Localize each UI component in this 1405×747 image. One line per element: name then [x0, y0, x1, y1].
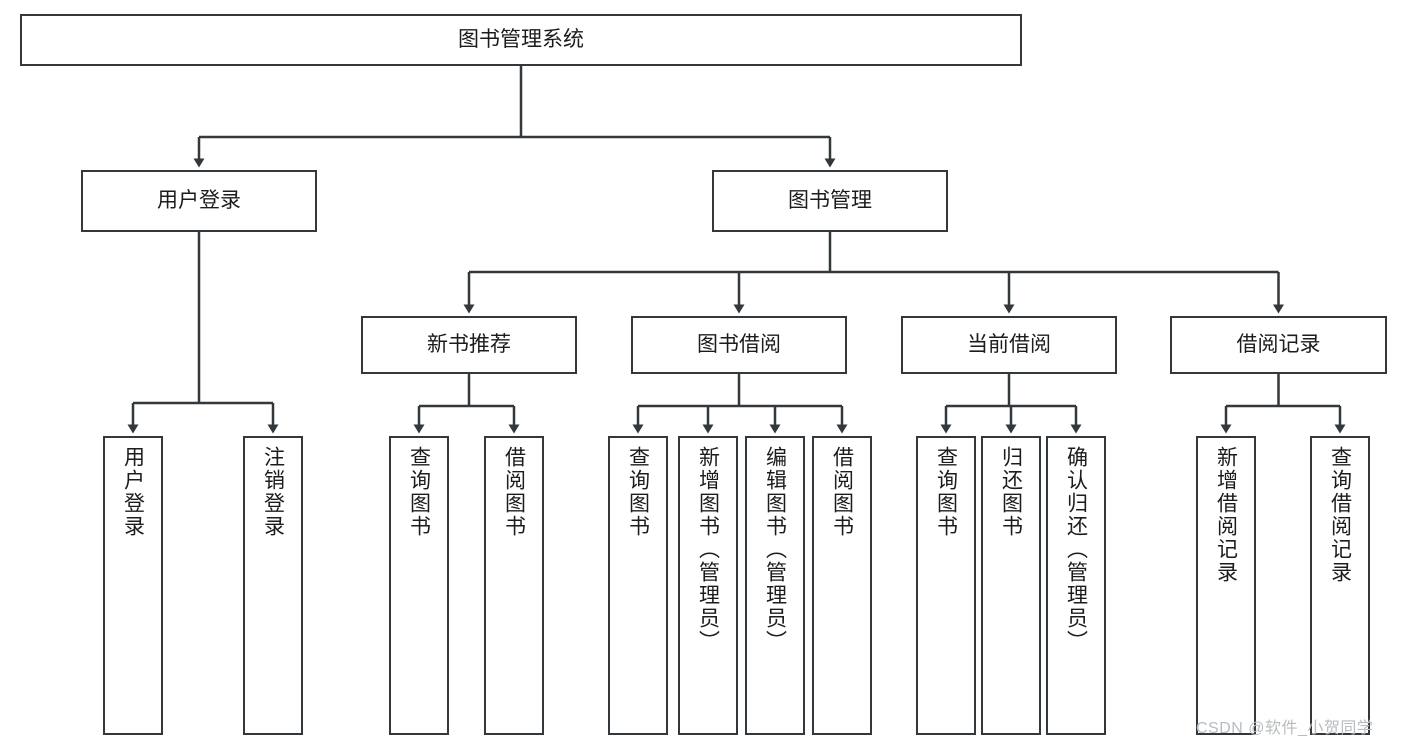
watermark: CSDN @软件_小贺同学 — [1196, 720, 1374, 737]
node-borrow-record[interactable]: 借阅记录 — [1170, 316, 1387, 374]
node-label: 图书借阅 — [697, 332, 781, 356]
node-label: 新书推荐 — [427, 332, 511, 356]
node-leaf-add-book[interactable]: 新增图书（管理员） — [678, 436, 738, 735]
node-leaf-query-record[interactable]: 查询借阅记录 — [1310, 436, 1370, 735]
node-label: 确认归还（管理员） — [1064, 446, 1088, 653]
node-leaf-edit-book[interactable]: 编辑图书（管理员） — [745, 436, 805, 735]
node-label: 图书管理系统 — [458, 27, 584, 51]
node-label: 查询借阅记录 — [1328, 446, 1352, 584]
node-label: 当前借阅 — [967, 332, 1051, 356]
node-label: 借阅图书 — [830, 446, 854, 538]
node-leaf-user-login[interactable]: 用户登录 — [103, 436, 163, 735]
node-leaf-query-book-3[interactable]: 查询图书 — [916, 436, 976, 735]
node-leaf-add-record[interactable]: 新增借阅记录 — [1196, 436, 1256, 735]
node-book-manage[interactable]: 图书管理 — [712, 170, 948, 232]
node-leaf-confirm-return[interactable]: 确认归还（管理员） — [1046, 436, 1106, 735]
node-label: 借阅图书 — [502, 446, 526, 538]
node-leaf-query-book-2[interactable]: 查询图书 — [608, 436, 668, 735]
node-leaf-query-book-1[interactable]: 查询图书 — [389, 436, 449, 735]
node-label: 编辑图书（管理员） — [763, 446, 787, 653]
node-label: 新增借阅记录 — [1214, 446, 1238, 584]
node-label: 归还图书 — [999, 446, 1023, 538]
node-new-book-recommend[interactable]: 新书推荐 — [361, 316, 577, 374]
node-leaf-borrow-book-1[interactable]: 借阅图书 — [484, 436, 544, 735]
node-leaf-borrow-book-2[interactable]: 借阅图书 — [812, 436, 872, 735]
node-current-borrow[interactable]: 当前借阅 — [901, 316, 1117, 374]
node-label: 查询图书 — [934, 446, 958, 538]
node-leaf-return-book[interactable]: 归还图书 — [981, 436, 1041, 735]
node-root[interactable]: 图书管理系统 — [20, 14, 1022, 66]
node-label: 查询图书 — [626, 446, 650, 538]
node-label: 查询图书 — [407, 446, 431, 538]
node-label: 借阅记录 — [1236, 332, 1321, 356]
node-book-borrow[interactable]: 图书借阅 — [631, 316, 847, 374]
node-leaf-logout[interactable]: 注销登录 — [243, 436, 303, 735]
node-label: 用户登录 — [121, 446, 145, 538]
node-label: 注销登录 — [261, 446, 285, 538]
node-label: 用户登录 — [157, 188, 241, 212]
node-user-login[interactable]: 用户登录 — [81, 170, 317, 232]
node-label: 新增图书（管理员） — [696, 446, 720, 653]
node-label: 图书管理 — [788, 188, 872, 212]
